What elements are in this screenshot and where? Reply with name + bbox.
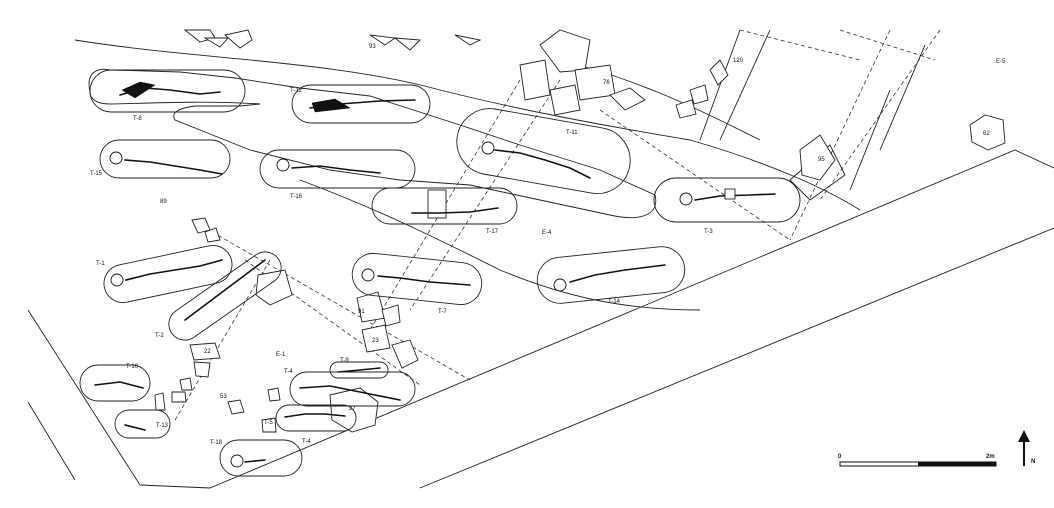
label-76: 76	[603, 80, 610, 86]
label-27: 27	[349, 406, 356, 412]
label-22: 22	[204, 349, 211, 355]
label-t5: T-5	[264, 420, 273, 426]
label-62: 62	[983, 131, 990, 137]
label-e5: E-5	[996, 59, 1006, 65]
north-arrow-icon	[1018, 430, 1030, 442]
label-t18: T-18	[210, 440, 223, 446]
label-t13: T-13	[156, 423, 169, 429]
label-t11: T-11	[566, 130, 578, 136]
label-89: 89	[160, 199, 167, 205]
label-t15: T-15	[90, 171, 103, 177]
burial-t2-outline	[168, 251, 282, 341]
north-label: N	[1031, 459, 1035, 465]
label-t1: T-1	[96, 261, 105, 267]
labels: T-12 T-8 T-15 T-16 T-11 T-17 T-3 T-1 T-2…	[90, 44, 1006, 446]
label-t16: T-16	[290, 194, 303, 200]
burial-t1-outline	[103, 244, 233, 304]
scale-start-label: 0	[838, 454, 842, 460]
burial-t10-outline	[79, 364, 151, 402]
label-95: 95	[818, 157, 825, 163]
burial-t9-outline	[329, 361, 389, 379]
label-t12: T-12	[290, 88, 303, 94]
stones	[154, 29, 1006, 433]
burial-t11-outline	[456, 108, 631, 195]
burial-t7-outline	[351, 252, 483, 306]
label-t14: T-14	[608, 299, 621, 305]
label-t3: T-3	[704, 229, 713, 235]
label-t2: T-2	[155, 333, 164, 339]
burial-t18-outline	[219, 439, 303, 477]
trench-walls	[27, 149, 1054, 489]
label-t9: T-9	[340, 358, 349, 364]
burial-t14-outline	[536, 246, 686, 304]
label-t17: T-17	[486, 229, 499, 235]
label-t10: T-10	[126, 364, 139, 370]
structure-lines	[699, 29, 926, 201]
burial-t16-outline	[259, 149, 416, 189]
dashed-lines	[174, 29, 941, 421]
label-t4-upper: T-4	[284, 369, 293, 375]
burial-t15-outline	[99, 139, 231, 179]
label-23: 23	[372, 338, 379, 344]
label-t8: T-8	[133, 116, 142, 122]
burial-t12-outline	[291, 84, 431, 124]
area-e4-outline	[74, 39, 861, 311]
label-120: 120	[733, 58, 744, 64]
label-t4-lower: T-4	[302, 439, 311, 445]
scale-bar: 0 2m	[838, 454, 997, 467]
burial-t8-outline	[89, 69, 246, 113]
label-t7: T-7	[438, 309, 447, 315]
label-93: 93	[369, 44, 376, 50]
burial-t3-outline	[653, 177, 801, 223]
burial-t5-outline	[275, 404, 357, 432]
label-e1: E-1	[276, 352, 286, 358]
label-91: 91	[358, 309, 365, 315]
burial-t4a-outline	[289, 371, 416, 407]
label-e4: E-4	[542, 230, 552, 236]
burial-t17-outline	[371, 187, 518, 225]
north-arrow: N	[1018, 430, 1035, 466]
label-53: 53	[220, 394, 227, 400]
burials	[79, 69, 801, 477]
scale-end-label: 2m	[986, 454, 995, 460]
burial-t13-outline	[114, 409, 171, 439]
